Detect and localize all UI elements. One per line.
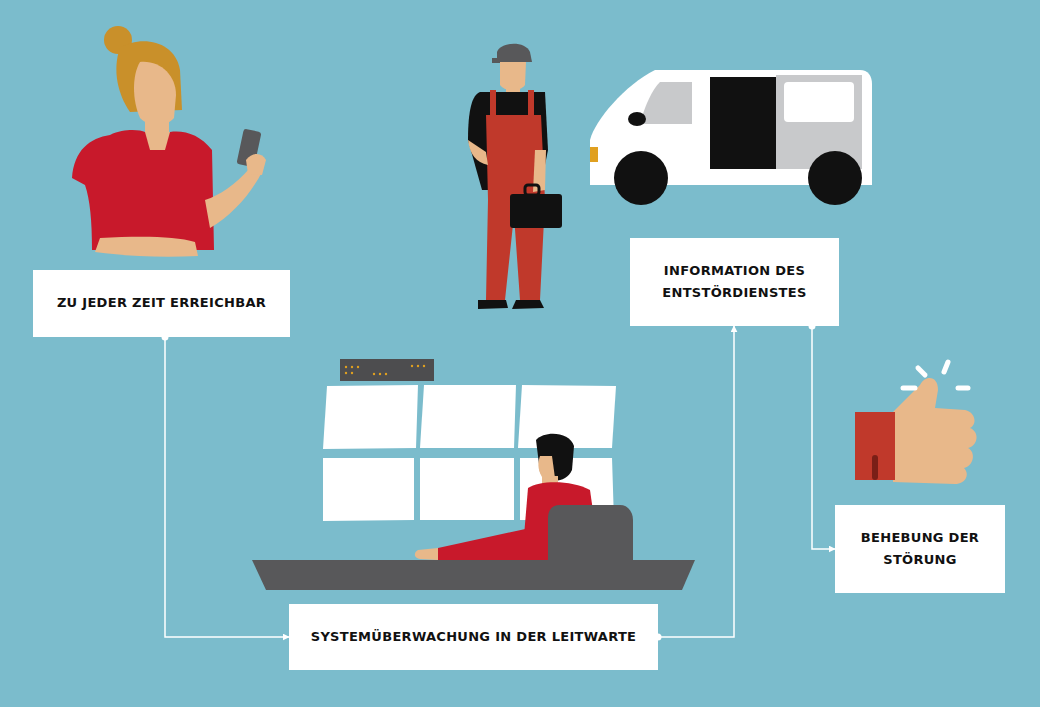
step-box: SYSTEMÜBERWACHUNG IN DER LEITWARTE [289, 604, 658, 670]
step-box: INFORMATION DES ENTSTÖRDIENSTES [630, 238, 839, 326]
control-room [252, 359, 695, 590]
worker-figure [468, 44, 562, 309]
step-box: BEHEBUNG DER STÖRUNG [835, 505, 1005, 593]
woman-figure [72, 26, 266, 257]
step-box: ZU JEDER ZEIT ERREICHBAR [33, 270, 290, 337]
van [590, 70, 872, 205]
step-label: ZU JEDER ZEIT ERREICHBAR [57, 292, 266, 314]
step-label: INFORMATION DES ENTSTÖRDIENSTES [642, 260, 827, 304]
flow-arrow [658, 326, 734, 637]
flow-arrow [165, 337, 289, 637]
thumbs-up [855, 362, 977, 484]
step-label: SYSTEMÜBERWACHUNG IN DER LEITWARTE [311, 626, 637, 648]
flow-arrow [812, 326, 835, 549]
step-label: BEHEBUNG DER STÖRUNG [847, 527, 993, 571]
